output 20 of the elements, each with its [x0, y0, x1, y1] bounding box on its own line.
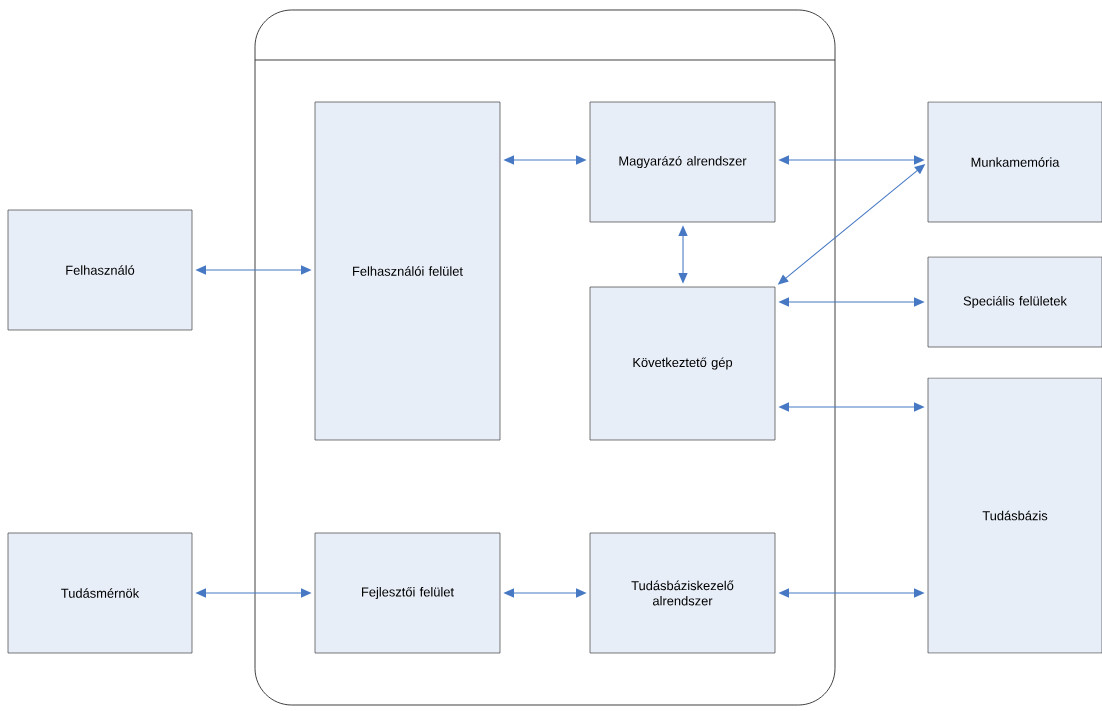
process-box: Fejlesztői felület	[314, 532, 501, 654]
process-box: Magyarázó alrendszer	[589, 101, 776, 223]
process-box: Tudásbáziskezelő alrendszer	[589, 532, 776, 654]
process-box: Felhasználói felület	[314, 101, 501, 441]
arrow	[778, 297, 925, 307]
arrow	[778, 402, 925, 412]
arrow	[195, 265, 312, 275]
arrow	[503, 588, 587, 598]
process-box: Munkamemória	[927, 101, 1102, 223]
arrow	[503, 155, 587, 165]
arrow	[678, 225, 688, 284]
process-box: Tudásbázis	[927, 377, 1102, 654]
arrow	[778, 155, 925, 165]
arrow	[195, 588, 312, 598]
process-box: Következtető gép	[589, 286, 776, 441]
arrow	[777, 163, 926, 285]
arrow	[778, 588, 925, 598]
process-box: Speciális felületek	[927, 256, 1102, 348]
process-box: Felhasználó	[7, 209, 193, 331]
process-box: Tudásmérnök	[7, 532, 193, 654]
